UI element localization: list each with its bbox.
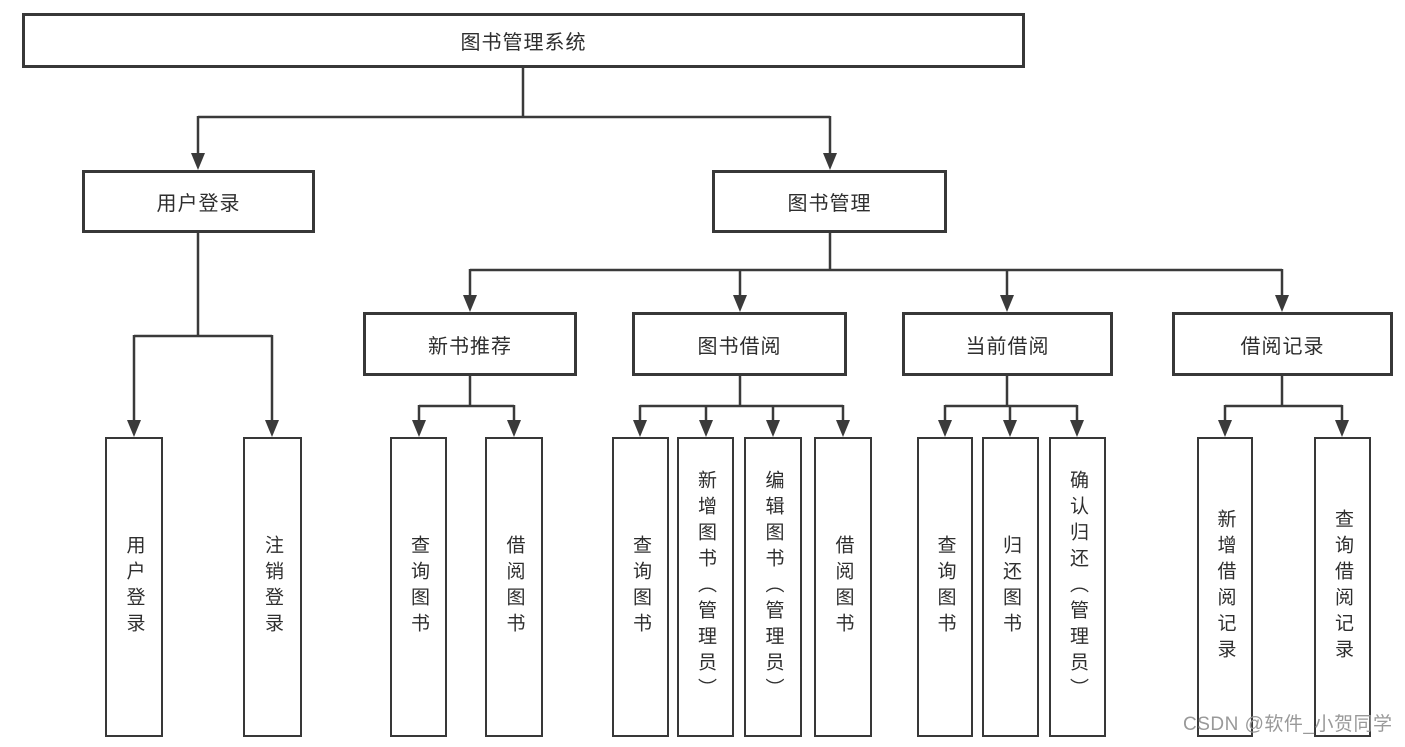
node-borrow-records: 借阅记录 [1172, 312, 1393, 376]
arrowheads [127, 153, 1349, 437]
leaf-add-book-admin: 新增图书（管理员） [677, 437, 734, 737]
node-current-borrowing: 当前借阅 [902, 312, 1113, 376]
leaf-borrow-book-label: 借阅图书 [832, 535, 854, 639]
leaf-edit-book-admin-label: 编辑图书（管理员） [762, 470, 784, 704]
csdn-watermark: CSDN @软件_小贺同学 [1183, 714, 1393, 735]
node-new-book-recommend-label: 新书推荐 [428, 335, 512, 358]
leaf-query-book-borrowing: 查询图书 [612, 437, 669, 737]
node-current-borrowing-label: 当前借阅 [965, 335, 1050, 358]
leaf-confirm-return-admin: 确认归还（管理员） [1049, 437, 1106, 737]
leaf-borrow-book-recommend: 借阅图书 [485, 437, 543, 737]
leaf-query-book-borrowing-label: 查询图书 [630, 535, 651, 639]
leaf-edit-book-admin: 编辑图书（管理员） [744, 437, 802, 737]
leaf-query-borrow-record-label: 查询借阅记录 [1332, 509, 1353, 665]
leaf-add-borrow-record-label: 新增借阅记录 [1214, 509, 1236, 665]
node-borrow-records-label: 借阅记录 [1240, 335, 1325, 358]
leaf-query-book-recommend-label: 查询图书 [408, 535, 429, 639]
leaf-query-borrow-record: 查询借阅记录 [1314, 437, 1371, 737]
leaf-logout: 注销登录 [243, 437, 302, 737]
node-root-system: 图书管理系统 [22, 13, 1025, 68]
leaf-add-book-admin-label: 新增图书（管理员） [695, 470, 716, 704]
leaf-add-borrow-record: 新增借阅记录 [1197, 437, 1253, 737]
leaf-borrow-book-recommend-label: 借阅图书 [503, 535, 525, 639]
leaf-query-book-current: 查询图书 [917, 437, 973, 737]
leaf-query-book-current-label: 查询图书 [934, 535, 956, 639]
node-user-login: 用户登录 [82, 170, 315, 233]
node-book-borrowing-label: 图书借阅 [697, 335, 782, 358]
leaf-query-book-recommend: 查询图书 [390, 437, 447, 737]
leaf-return-book: 归还图书 [982, 437, 1039, 737]
node-root-label: 图书管理系统 [460, 32, 587, 54]
node-user-login-label: 用户登录 [156, 193, 241, 215]
leaf-user-login: 用户登录 [105, 437, 163, 737]
node-book-management: 图书管理 [712, 170, 947, 233]
leaf-borrow-book: 借阅图书 [814, 437, 872, 737]
leaf-confirm-return-admin-label: 确认归还（管理员） [1067, 470, 1088, 704]
node-book-borrowing: 图书借阅 [632, 312, 847, 376]
leaf-user-login-label: 用户登录 [123, 535, 145, 639]
leaf-return-book-label: 归还图书 [1000, 535, 1021, 639]
node-new-book-recommend: 新书推荐 [363, 312, 577, 376]
node-book-management-label: 图书管理 [787, 193, 872, 215]
leaf-logout-label: 注销登录 [262, 535, 283, 639]
